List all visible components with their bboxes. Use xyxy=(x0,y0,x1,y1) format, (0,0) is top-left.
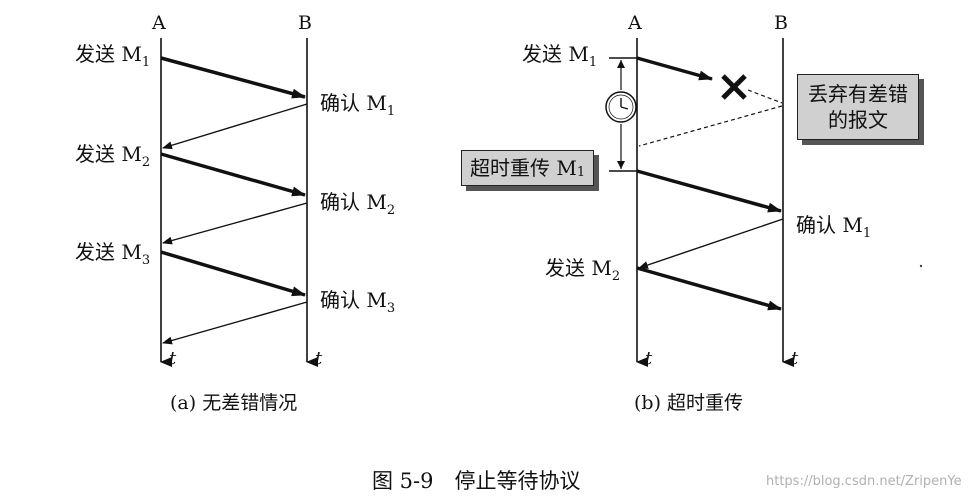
watermark: https://blog.csdn.net/ZripenYe xyxy=(766,474,962,489)
label-confirm-m2: 确认 M2 xyxy=(320,190,396,218)
arrow-send-m2-b xyxy=(636,266,782,311)
panel-b-host-b-label: B xyxy=(774,12,788,34)
label-b-confirm-m1: 确认 M1 xyxy=(796,213,872,241)
arrow-send-m3 xyxy=(160,250,306,297)
panel-a-host-a-label: A xyxy=(152,12,166,34)
clock-icon xyxy=(605,91,637,123)
panel-b-host-a-label: A xyxy=(628,12,642,34)
time-axis-label-b-left: t xyxy=(645,348,653,369)
time-axis-label-a-left: t xyxy=(169,348,177,369)
dashed-to-b-upper xyxy=(747,89,783,104)
time-axis-label-a-right: t xyxy=(315,348,323,369)
arrow-send-m1 xyxy=(160,56,306,99)
arrow-send-m1-lost xyxy=(636,56,713,81)
caption-panel-b: (b) 超时重传 xyxy=(634,392,744,414)
caption-panel-a: (a) 无差错情况 xyxy=(170,392,298,414)
timer-arrowhead-up xyxy=(617,60,625,68)
error-x-icon xyxy=(721,74,747,100)
stray-dot xyxy=(919,264,923,268)
label-b-send-m2: 发送 M2 xyxy=(545,256,621,284)
dashed-to-a-lower xyxy=(638,105,783,147)
label-send-m3: 发送 M3 xyxy=(75,240,151,268)
arrow-ack-m1-b xyxy=(638,218,784,269)
arrow-retransmit-m1 xyxy=(636,169,782,213)
panel-a-host-b-label: B xyxy=(298,12,312,34)
arrow-ack-m3 xyxy=(162,301,308,345)
arrow-ack-m1 xyxy=(162,103,308,150)
label-confirm-m1: 确认 M1 xyxy=(320,91,396,119)
label-confirm-m3: 确认 M3 xyxy=(320,288,396,316)
error-discard-box: 丢弃有差错 的报文 xyxy=(797,74,919,140)
figure-title: 图 5-9 停止等待协议 xyxy=(372,469,581,493)
time-axis-label-b-right: t xyxy=(791,348,799,369)
timer-arrowhead-down xyxy=(617,161,625,169)
label-send-m1: 发送 M1 xyxy=(75,42,151,70)
label-b-send-m1: 发送 M1 xyxy=(522,42,598,70)
arrow-ack-m2 xyxy=(162,202,308,245)
label-send-m2: 发送 M2 xyxy=(75,142,151,170)
arrow-send-m2 xyxy=(160,152,306,197)
